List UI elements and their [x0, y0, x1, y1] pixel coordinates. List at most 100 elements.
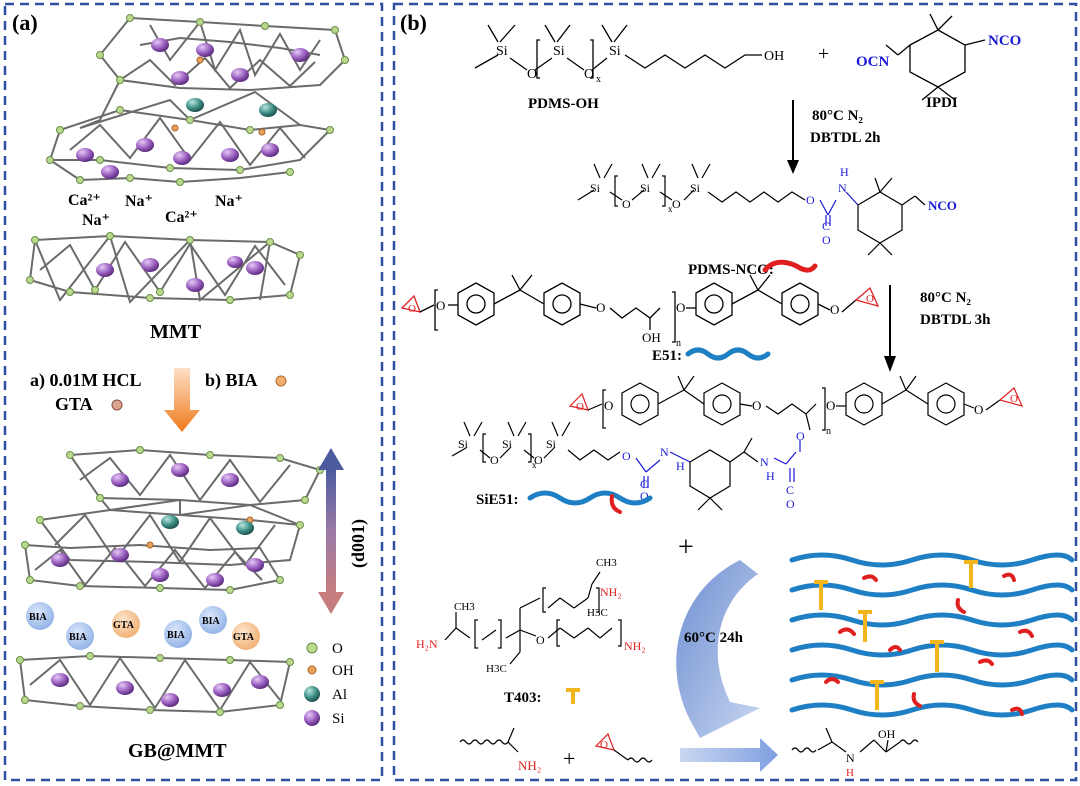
- sie51-structure: [451, 375, 1024, 511]
- ipdi-ocn: OCN: [856, 54, 890, 70]
- sie51-si-3: Si: [546, 437, 557, 451]
- ipdi-nco: NCO: [988, 33, 1021, 49]
- bia-sphere-4: BIA: [202, 616, 221, 627]
- mmt-label: MMT: [150, 321, 202, 343]
- t403-h2n-left: H₂N: [416, 637, 438, 651]
- int-c: C: [822, 219, 830, 233]
- step-gta-label: GTA: [55, 394, 93, 414]
- sie51-epoxide-o-right: O: [1010, 393, 1018, 405]
- t403-structure: [444, 571, 622, 665]
- legend-o-label: O: [332, 641, 343, 657]
- t403-ch3-top: CH3: [596, 557, 617, 569]
- cond2-line2: DBTDL 3h: [920, 312, 991, 328]
- ion-ca-2: Ca²⁺: [165, 209, 198, 226]
- e51-blue-chain-icon: [685, 347, 771, 361]
- clay-layer-expanded-atoms: [21, 446, 324, 594]
- sie51-x: x: [532, 460, 537, 470]
- pdms-nco-red-chain-icon: [762, 259, 818, 273]
- sie51-n1: N: [660, 445, 669, 459]
- arrow-step-1-head: [787, 160, 799, 174]
- product-h: H: [846, 767, 854, 779]
- e51-epoxide-o-right: O: [866, 293, 874, 305]
- panel-b-label: (b): [400, 10, 427, 35]
- sie51-n2: N: [760, 455, 769, 469]
- ipdi-label: IPDI: [926, 95, 958, 111]
- ipdi-structure: [885, 13, 986, 101]
- clay-layer-bottom-atoms: [16, 652, 294, 716]
- ion-na-1: Na⁺: [82, 212, 110, 229]
- yellow-crosslinks: [814, 560, 978, 710]
- bottom-amine-nh2: NH₂: [518, 758, 541, 773]
- e51-o-mid: O: [596, 300, 605, 315]
- t403-nh2-top: NH₂: [600, 585, 622, 599]
- amine-epoxide-reaction: [459, 727, 919, 763]
- t403-yellow-t-icon: [566, 688, 580, 704]
- ion-na-3: Na⁺: [215, 193, 243, 210]
- panel-a-label: (a): [12, 10, 38, 35]
- t403-h3c-bottom: H3C: [486, 663, 507, 675]
- sie51-o-1: O: [604, 398, 613, 413]
- sie51-si-2: Si: [502, 437, 513, 451]
- clay-layer-top-atoms: [46, 14, 349, 186]
- e51-epoxide-o-left: O: [408, 303, 416, 315]
- ion-na-2: Na⁺: [125, 193, 153, 210]
- t403-ch3-left: CH3: [454, 601, 475, 613]
- bia-sphere-1: BIA: [29, 612, 48, 623]
- sie51-c2: C: [786, 483, 794, 497]
- legend-oh-label: OH: [332, 663, 354, 679]
- e51-o-right2: O: [830, 302, 839, 317]
- e51-n: n: [676, 338, 681, 349]
- ion-ca-1: Ca²⁺: [68, 192, 101, 209]
- int-si-2: Si: [640, 181, 651, 195]
- sie51-o-2: O: [752, 398, 761, 413]
- curved-reaction-arrow: [676, 560, 760, 738]
- pdms-oh-group: OH: [764, 49, 784, 64]
- d001-double-arrow: [318, 448, 344, 614]
- pdms-si-1: Si: [496, 44, 508, 59]
- sie51-epoxide-o-left: O: [576, 401, 584, 413]
- step-b-label: b) BIA: [205, 370, 258, 391]
- sie51-si-1: Si: [458, 437, 469, 451]
- plus-3: +: [563, 746, 575, 771]
- gta-sphere-1: GTA: [113, 620, 135, 631]
- legend-al-label: Al: [332, 687, 347, 703]
- legend-oh-swatch: [307, 665, 317, 675]
- arrow-step-2-head: [884, 356, 896, 372]
- pdms-nco-structure: [577, 163, 926, 256]
- e51-label: E51:: [652, 348, 682, 364]
- plus-1: +: [818, 43, 829, 65]
- gta-dot-icon: [111, 399, 123, 411]
- int-nco: NCO: [928, 198, 957, 213]
- int-n: N: [838, 181, 847, 195]
- sie51-o-carb1: O: [622, 449, 631, 463]
- pdms-si-2: Si: [553, 44, 565, 59]
- t403-nh2-right: NH₂: [624, 639, 646, 653]
- legend-o-swatch: [306, 642, 318, 654]
- gb-mmt-label: GB@MMT: [128, 740, 227, 762]
- e51-o-right1: O: [676, 300, 685, 315]
- cond3-label: 60°C 24h: [684, 630, 744, 646]
- t403-o-left: O: [536, 633, 545, 647]
- sie51-o-carb2: O: [796, 429, 805, 443]
- gta-sphere-2: GTA: [233, 632, 255, 643]
- pdms-o-2: O: [584, 67, 594, 82]
- t403-ch3-right: H3C: [587, 607, 608, 619]
- int-h: H: [840, 165, 849, 179]
- int-o-carbamate: O: [806, 193, 815, 207]
- int-o-1: O: [622, 197, 631, 211]
- pdms-oh-label: PDMS-OH: [528, 96, 599, 112]
- bottom-reaction-arrow: [680, 738, 778, 772]
- pdms-nco-label: PDMS-NCO:: [688, 262, 774, 278]
- sie51-h2: H: [766, 469, 775, 483]
- clay-layer-middle-atoms: [26, 232, 304, 304]
- plus-2: +: [678, 532, 694, 563]
- legend-si-swatch: [304, 710, 320, 726]
- sie51-o-d1: O: [640, 489, 649, 503]
- crosslinked-network: [789, 552, 1075, 718]
- bia-sphere-2: BIA: [69, 632, 88, 643]
- intercalated-spheres: [26, 602, 260, 650]
- legend: O OH Al Si: [304, 641, 354, 727]
- panel-a-frame: [3, 2, 384, 782]
- sie51-red-graft-icon: [609, 494, 622, 514]
